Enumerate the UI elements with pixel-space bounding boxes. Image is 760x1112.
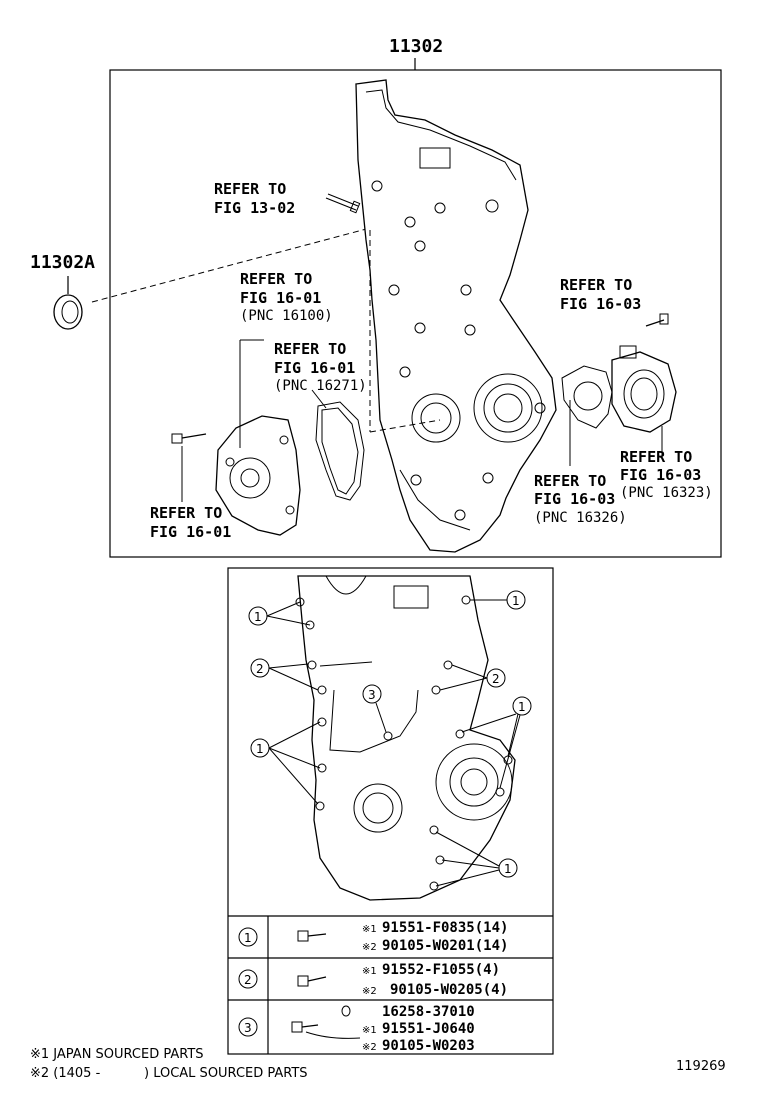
ref-fig-13-02-line2[interactable]: FIG 13-02: [214, 199, 295, 217]
thermostat-housing: [611, 345, 677, 433]
svg-text:1: 1: [244, 931, 252, 945]
table-row-1-part-1: 91551-F0835(14): [382, 920, 508, 936]
ref-fig-16-03-b-line1[interactable]: REFER TO: [534, 472, 606, 490]
bolt-icon: [291, 1021, 361, 1039]
water-pump-gasket: [315, 401, 365, 501]
table-row-3-mark-3: ※2: [362, 1042, 377, 1053]
gasket-leader: [311, 389, 327, 409]
ref-fig-16-01-b-line1[interactable]: REFER TO: [274, 340, 346, 358]
table-row-2-part-2: 90105-W0205(4): [390, 982, 508, 998]
callout-1-a-label: 1: [254, 610, 262, 624]
table-row-2-part-1: 91552-F1055(4): [382, 962, 500, 978]
callout-1-b-label: 1: [512, 594, 520, 608]
table-row-3-part-1: 16258-37010: [382, 1004, 475, 1020]
svg-text:3: 3: [244, 1021, 252, 1035]
callout-2-b-label: 2: [492, 672, 500, 686]
thermostat-gasket: [561, 365, 613, 429]
callout-3-label: 3: [368, 688, 376, 702]
bolt-location-frame: [227, 567, 554, 1055]
oil-seal: [53, 294, 83, 330]
water-pump: [215, 415, 301, 536]
table-row-1-no: [238, 927, 258, 947]
table-row-2-mark-2: ※2: [362, 986, 377, 997]
table-row-3-part-2: 91551-J0640: [382, 1021, 475, 1037]
figure-id: 119269: [676, 1059, 726, 1074]
table-row-3-mark-2: ※1: [362, 1025, 377, 1036]
footnote-local-b: ) LOCAL SOURCED PARTS: [144, 1066, 308, 1081]
table-row-1-mark-1: ※1: [362, 924, 377, 935]
ref-fig-16-03-c-line3[interactable]: (PNC 16323): [620, 485, 713, 501]
bolt-table: [228, 915, 553, 1054]
svg-text:2: 2: [244, 973, 252, 987]
table-row-1-mark-2: ※2: [362, 942, 377, 953]
ref-fig-16-03-b-line3[interactable]: (PNC 16326): [534, 510, 627, 526]
ref-fig-16-03-a-line1[interactable]: REFER TO: [560, 276, 632, 294]
footnote-japan: ※1 JAPAN SOURCED PARTS: [30, 1047, 204, 1062]
cover-bolt-map: [295, 575, 516, 901]
ref-fig-16-03-c-line2[interactable]: FIG 16-03: [620, 466, 701, 484]
callout-1-c-label: 1: [518, 700, 526, 714]
callout-3: [362, 684, 382, 704]
cover-crank-dashed: [369, 419, 441, 433]
ref-fig-16-01-b-line2[interactable]: FIG 16-01: [274, 359, 355, 377]
washer-icon: [341, 1005, 351, 1017]
table-row-3-no: [238, 1017, 258, 1037]
callout-1-e-label: 1: [504, 862, 512, 876]
table-row-3-part-3: 90105-W0203: [382, 1038, 475, 1054]
stud-bolt: [325, 193, 361, 214]
callout-1-d-label: 1: [256, 742, 264, 756]
footnote-local-a: ※2 (1405 -: [30, 1066, 101, 1081]
callout-1-c: [512, 696, 532, 716]
ref-fig-16-01-a-line2[interactable]: FIG 16-01: [240, 289, 321, 307]
table-row-2-no: [238, 969, 258, 989]
main-part-number: 11302: [389, 36, 443, 57]
bolt-icon: [297, 975, 327, 987]
ref-fig-16-01-c-line1[interactable]: REFER TO: [150, 504, 222, 522]
ref-fig-16-03-b-line2[interactable]: FIG 16-03: [534, 490, 615, 508]
callout-2-a-label: 2: [256, 662, 264, 676]
table-row-1-part-2: 90105-W0201(14): [382, 938, 508, 954]
ref-fig-13-02-line1[interactable]: REFER TO: [214, 180, 286, 198]
bolt-icon: [297, 930, 327, 942]
ref-fig-16-01-a-line3[interactable]: (PNC 16100): [240, 308, 333, 324]
ref-fig-16-01-c-line2[interactable]: FIG 16-01: [150, 523, 231, 541]
ref-fig-16-01-b-line3[interactable]: (PNC 16271): [274, 378, 367, 394]
water-pump-bolt: [171, 433, 207, 444]
ref-fig-16-03-a-line2[interactable]: FIG 16-03: [560, 295, 641, 313]
seal-part-number: 11302A: [30, 252, 95, 273]
ref-fig-16-01-a-line1[interactable]: REFER TO: [240, 270, 312, 288]
seal-dashed-line: [91, 227, 371, 303]
timing-chain-cover: [355, 79, 557, 553]
thermostat-bolt: [645, 313, 669, 327]
table-row-2-mark-1: ※1: [362, 966, 377, 977]
ref-fig-16-03-c-line1[interactable]: REFER TO: [620, 448, 692, 466]
